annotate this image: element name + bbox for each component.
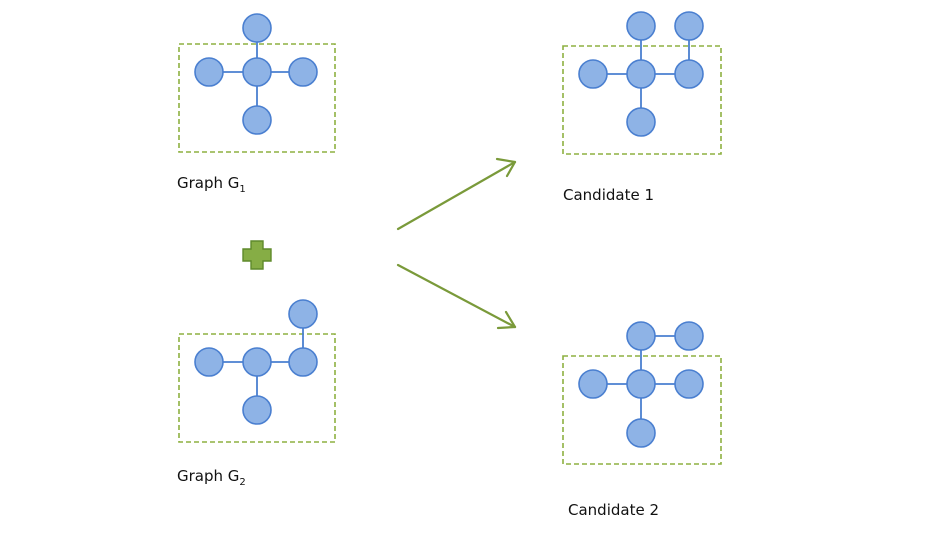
- graph-g1-box: [178, 43, 336, 153]
- candidate-2-graph: [562, 321, 722, 465]
- arrow-head-2: [496, 310, 517, 330]
- candidate-1-node: [674, 59, 704, 89]
- graph-g1-node: [242, 57, 272, 87]
- candidate-1-node: [626, 11, 656, 41]
- candidate-1-node: [578, 59, 608, 89]
- candidate-2-node: [578, 369, 608, 399]
- candidate-1-node: [626, 107, 656, 137]
- candidate-2-node: [626, 418, 656, 448]
- graph-g2-node: [194, 347, 224, 377]
- candidate-1-label: Candidate 1: [563, 186, 654, 204]
- graph-g1-label: Graph G1: [177, 174, 246, 195]
- candidate-2-node: [626, 369, 656, 399]
- candidate-1-box: [562, 45, 722, 155]
- candidate-2-node: [626, 321, 656, 351]
- graph-g1-node: [242, 13, 272, 43]
- graph-g1-node: [194, 57, 224, 87]
- graph-g2-node: [288, 347, 318, 377]
- candidate-2-node: [674, 369, 704, 399]
- graph-g2-node: [288, 299, 318, 329]
- plus-icon: [242, 240, 272, 270]
- candidate-2-box: [562, 355, 722, 465]
- candidate-2-node: [674, 321, 704, 351]
- graph-g2: [178, 299, 336, 443]
- candidate-2-label: Candidate 2: [568, 501, 659, 519]
- graph-g1: [178, 13, 336, 153]
- graph-g1-label-main: Graph G: [177, 174, 240, 192]
- graph-g1-label-subscript: 1: [239, 184, 246, 195]
- graph-g2-box: [178, 333, 336, 443]
- candidate-1-node: [626, 59, 656, 89]
- arrow-to-candidate-1: [396, 160, 517, 231]
- candidate-1-graph: [562, 11, 722, 155]
- arrow-icon: [396, 157, 517, 330]
- graph-g2-label: Graph G2: [177, 467, 246, 488]
- candidate-1-node: [674, 11, 704, 41]
- graph-g2-node: [242, 395, 272, 425]
- graph-g1-node: [242, 105, 272, 135]
- graph-g1-node: [288, 57, 318, 87]
- arrow-head-1: [495, 157, 517, 178]
- graph-g2-node: [242, 347, 272, 377]
- graph-g2-label-main: Graph G: [177, 467, 240, 485]
- arrow-to-candidate-2: [396, 263, 517, 329]
- graph-g2-label-subscript: 2: [239, 477, 246, 488]
